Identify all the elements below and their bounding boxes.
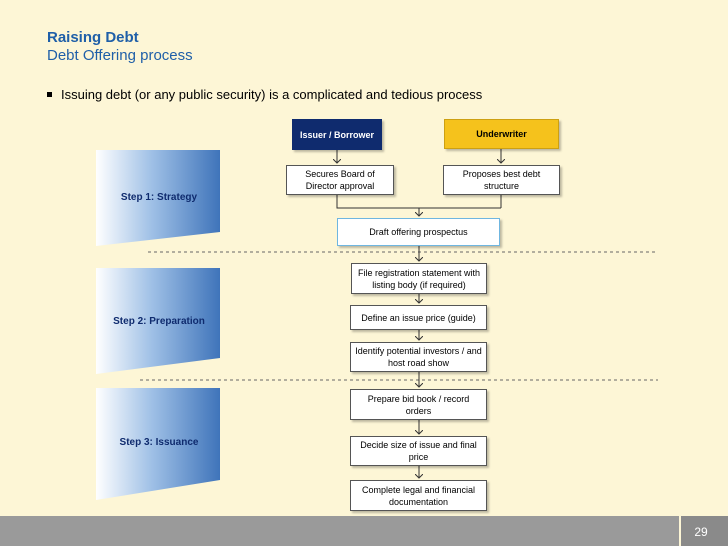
step-2-chevron — [96, 268, 220, 374]
slide-title: Raising Debt — [47, 29, 139, 46]
bullet-point: Issuing debt (or any public security) is… — [47, 87, 482, 103]
footer-page-tab — [679, 516, 728, 546]
step-1-chevron — [96, 150, 220, 246]
proposes-debt-structure-box: Proposes best debt structure — [443, 165, 560, 195]
complete-documentation-box: Complete legal and financial documentati… — [350, 480, 487, 511]
step-3-label: Step 3: Issuance — [119, 437, 199, 448]
secures-board-approval-box: Secures Board of Director approval — [286, 165, 394, 195]
page-number: 29 — [694, 525, 708, 539]
define-issue-price-box: Define an issue price (guide) — [350, 305, 487, 330]
prepare-bid-book-box: Prepare bid book / record orders — [350, 389, 487, 420]
issuer-borrower-box: Issuer / Borrower — [292, 119, 382, 150]
underwriter-box: Underwriter — [444, 119, 559, 149]
bullet-square-icon — [47, 92, 52, 98]
footer-bar — [0, 516, 728, 546]
file-registration-box: File registration statement with listing… — [351, 263, 487, 294]
identify-investors-box: Identify potential investors / and host … — [350, 342, 487, 372]
slide-subtitle: Debt Offering process — [47, 47, 193, 64]
bullet-text: Issuing debt (or any public security) is… — [61, 87, 483, 102]
step-3-chevron — [96, 388, 220, 500]
step-1-label: Step 1: Strategy — [120, 192, 198, 203]
flow-connectors — [337, 149, 501, 478]
draft-prospectus-box: Draft offering prospectus — [337, 218, 500, 246]
step-2-label: Step 2: Preparation — [113, 316, 205, 327]
decide-size-box: Decide size of issue and final price — [350, 436, 487, 466]
